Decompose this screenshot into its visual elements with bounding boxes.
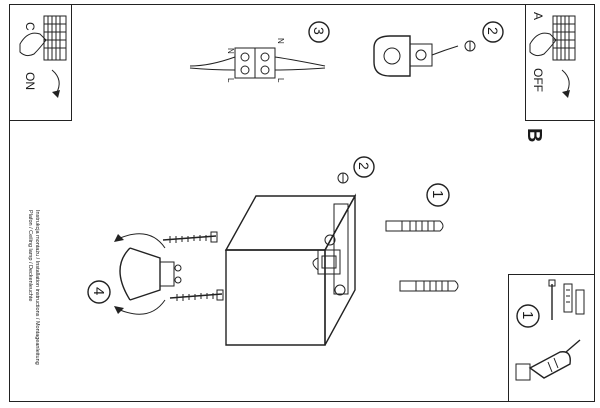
panel-a-switch-off: A OFF: [525, 4, 595, 121]
hand-switch-icon: [529, 15, 576, 61]
panel-c-frame: [9, 4, 72, 121]
label-l-left: L: [226, 78, 235, 83]
terminal-screw-icon: [260, 52, 270, 62]
ground-symbol-icon: [337, 172, 349, 184]
rotate-arrow-icon: [51, 69, 60, 95]
instructions-line-1: Instrukcja montażu / Installation instru…: [34, 210, 40, 365]
step-4-number: 4: [90, 287, 107, 295]
bulb-reflector: [119, 247, 131, 301]
wall-dowel-upper: [385, 220, 444, 232]
arrow-head-icon: [114, 306, 124, 314]
step-1-tools-marker: [516, 304, 540, 328]
screw-icon: [415, 49, 427, 61]
instructions-line-2: Plafon / Ceiling lamp / Deckenleuchte: [27, 210, 33, 301]
step-2-number: 2: [485, 27, 501, 35]
wire: [189, 67, 236, 71]
mounting-bracket: [373, 35, 411, 77]
lamp-side-face: [324, 193, 356, 346]
step-1-number: 1: [429, 190, 446, 198]
wire: [274, 56, 326, 67]
hand-switch-icon: [19, 15, 67, 61]
ground-terminal: [409, 43, 433, 67]
panel-c-switch-on: C ON: [9, 4, 72, 121]
step-2-marker: [482, 21, 504, 43]
step-4-bulb: 4: [87, 233, 182, 315]
wire: [274, 67, 326, 71]
panel-a-state: OFF: [531, 68, 545, 92]
bulb-pin: [174, 264, 182, 272]
step-3-wiring: 3 N L N L: [189, 21, 330, 83]
section-letter-b: B: [523, 128, 545, 142]
label-l-right: L: [276, 78, 285, 83]
arrow-head-icon: [52, 90, 60, 98]
wall-dowel-lower: [399, 280, 459, 292]
arrow-head-icon: [114, 234, 124, 242]
ground-wire: [431, 45, 459, 56]
lamp-inner-opening: [333, 203, 349, 295]
screw-upper: [162, 231, 218, 243]
step-2-grounding: 2: [373, 21, 504, 77]
step-3-marker: [308, 21, 330, 43]
rotate-arrow-icon: [119, 299, 166, 315]
step-1-marker: [426, 183, 450, 207]
label-n-left: N: [226, 48, 235, 54]
rotate-arrow-icon: [119, 233, 166, 249]
terminal-screw-icon: [260, 65, 270, 75]
panel-a-letter: A: [531, 12, 545, 20]
step-2-main-number: 2: [356, 162, 372, 170]
outer-frame: [9, 4, 595, 402]
wire: [189, 56, 236, 67]
bulb-pin: [174, 276, 182, 284]
step-2-main-marker: [353, 156, 375, 178]
arrow-head-icon: [562, 90, 570, 98]
label-n-right: N: [276, 38, 285, 44]
bulb-body: [129, 247, 161, 301]
step-1-tools-number: 1: [519, 311, 536, 319]
panel-c-state: ON: [23, 72, 37, 90]
drill-icon: [515, 339, 581, 381]
screw-dowel-icon: [548, 279, 585, 320]
bulb-base: [159, 261, 175, 287]
lamp-front-face: [225, 249, 326, 346]
lamp-socket-icon: [312, 234, 346, 296]
screw-lower: [169, 289, 224, 301]
step-4-marker: [87, 280, 111, 304]
panel-tools: 1: [508, 274, 595, 402]
rotate-arrow-icon: [561, 69, 570, 95]
step-3-number: 3: [311, 27, 327, 35]
panel-tools-frame: [508, 274, 595, 402]
terminal-screw-icon: [240, 65, 250, 75]
lamp-body: [224, 193, 357, 346]
panel-c-letter: C: [23, 22, 37, 31]
panel-a-frame: [525, 4, 595, 121]
bracket-hole: [383, 47, 401, 65]
terminal-screw-icon: [240, 52, 250, 62]
